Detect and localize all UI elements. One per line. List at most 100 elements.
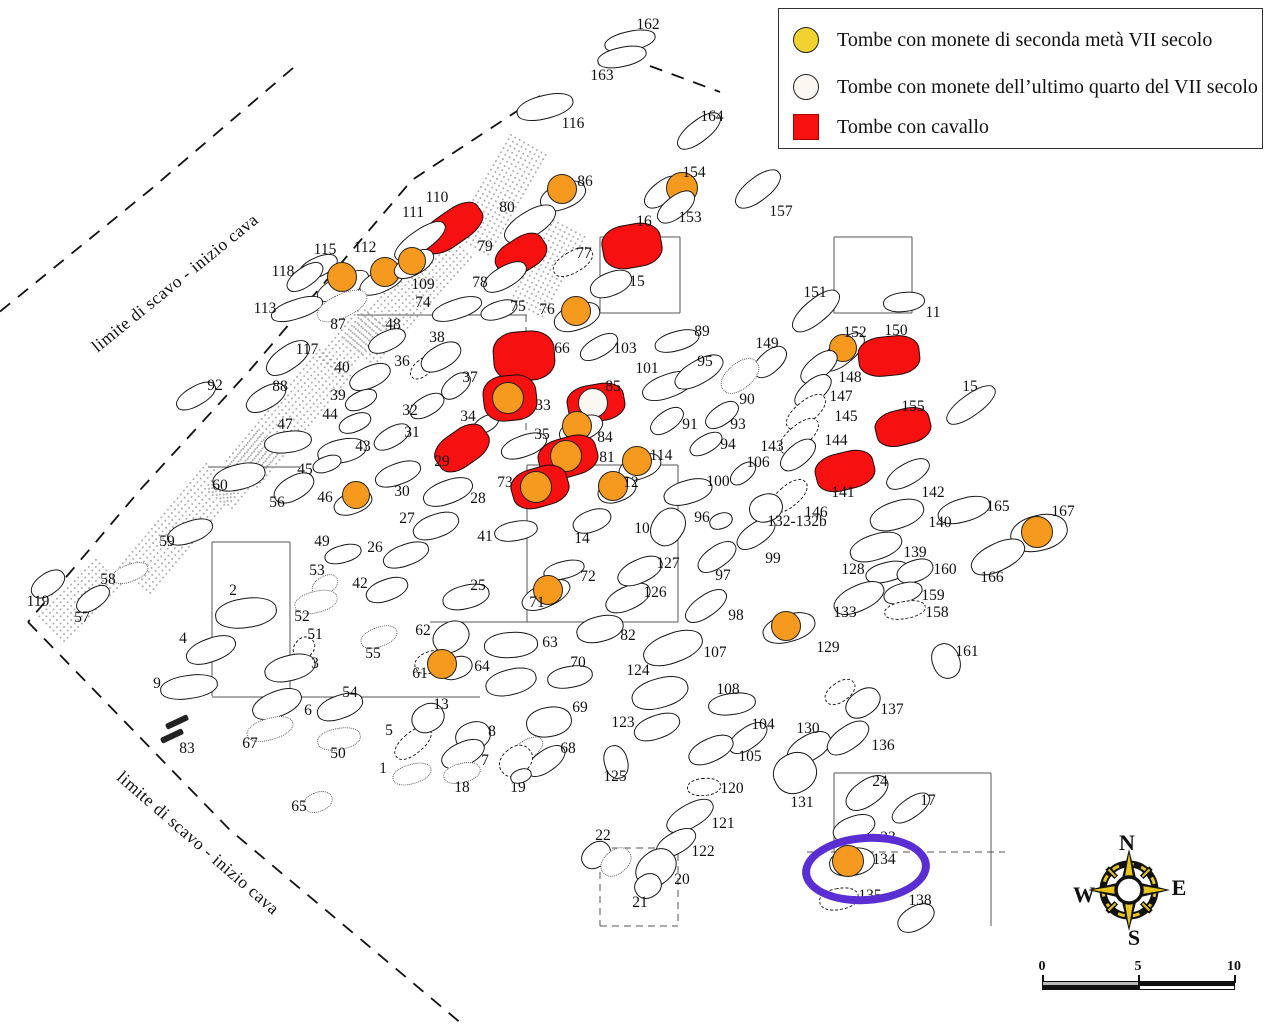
scale-tick-0: 0 — [1038, 959, 1046, 974]
tomb-label-6: 6 — [304, 702, 312, 719]
tomb-label-95: 95 — [697, 353, 713, 370]
scale-tick-mark — [1042, 975, 1044, 983]
tomb-label-164: 164 — [700, 108, 724, 125]
orange-coin-marker-109 — [398, 247, 426, 275]
tomb-label-55: 55 — [365, 645, 381, 662]
tomb-label-3: 3 — [311, 655, 319, 672]
legend-label: Tombe con monete dell’ultimo quarto del … — [837, 75, 1258, 98]
tomb-label-74: 74 — [415, 294, 431, 311]
tomb-label-9: 9 — [153, 675, 161, 692]
tomb-label-128: 128 — [841, 561, 865, 578]
tomb-label-73: 73 — [497, 474, 513, 491]
orange-coin-marker-129 — [771, 611, 801, 641]
tomb-label-76: 76 — [539, 301, 555, 318]
compass-west-label: W — [1073, 882, 1095, 907]
orange-coin-marker-76 — [561, 296, 591, 326]
tomb-label-46: 46 — [317, 489, 333, 506]
tomb-label-133: 133 — [833, 604, 857, 621]
tomb-label-31: 31 — [404, 424, 420, 441]
tomb-label-165: 165 — [986, 498, 1010, 515]
orange-coin-marker-86 — [547, 174, 577, 204]
tomb-label-151: 151 — [803, 284, 827, 301]
tomb-label-122: 122 — [691, 843, 715, 860]
tomb-label-148: 148 — [838, 369, 862, 386]
tomb-label-22: 22 — [595, 827, 611, 844]
tomb-label-65: 65 — [291, 798, 307, 815]
tomb-label-131: 131 — [790, 794, 814, 811]
tomb-label-117: 117 — [295, 341, 319, 358]
tomb-label-43: 43 — [355, 438, 371, 455]
tomb-label-88: 88 — [272, 378, 288, 395]
legend-item: Tombe con monete dell’ultimo quarto del … — [793, 72, 1258, 102]
tomb-label-8: 8 — [488, 723, 496, 740]
tomb-label-33: 33 — [535, 397, 551, 414]
compass-north-label: N — [1119, 830, 1135, 855]
tomb-label-63: 63 — [542, 634, 558, 651]
tomb-label-113: 113 — [253, 300, 277, 317]
tomb-label-147: 147 — [829, 388, 853, 405]
tomb-label-64: 64 — [474, 658, 490, 675]
tomb-label-12: 12 — [623, 474, 639, 491]
tomb-label-115: 115 — [313, 241, 337, 258]
tomb-label-123: 123 — [611, 714, 635, 731]
tomb-label-120: 120 — [720, 780, 744, 797]
tomb-label-141: 141 — [831, 484, 855, 501]
tomb-label-116: 116 — [561, 115, 585, 132]
tomb-label-30: 30 — [394, 483, 410, 500]
tomb-label-161: 161 — [955, 643, 979, 660]
tomb-label-32: 32 — [402, 402, 418, 419]
tomb-label-121: 121 — [711, 815, 735, 832]
scale-bar-right-segment — [1139, 981, 1235, 990]
legend-item: Tombe con cavallo — [793, 112, 989, 142]
tomb-label-36: 36 — [394, 353, 410, 370]
tomb-label-114: 114 — [649, 447, 673, 464]
tomb-label-132-132b: 132-132b — [767, 513, 827, 530]
tomb-label-7: 7 — [481, 752, 489, 769]
tomb-label-124: 124 — [626, 662, 650, 679]
tomb-label-82: 82 — [620, 627, 636, 644]
tomb-label-57: 57 — [74, 609, 90, 626]
tomb-label-80: 80 — [499, 199, 515, 216]
tomb-label-2: 2 — [229, 582, 237, 599]
tomb-label-35: 35 — [534, 426, 550, 443]
tomb-label-59: 59 — [159, 533, 175, 550]
tomb-label-25: 25 — [470, 577, 486, 594]
legend-label: Tombe con monete di seconda metà VII sec… — [837, 28, 1213, 51]
compass-rose-icon — [1088, 849, 1170, 931]
tomb-label-81: 81 — [599, 449, 615, 466]
tomb-label-91: 91 — [682, 416, 698, 433]
tomb-label-54: 54 — [342, 684, 358, 701]
scale-tick-5: 5 — [1134, 959, 1142, 974]
orange-coin-marker-61 — [427, 649, 457, 679]
scale-tick-mark — [1138, 975, 1140, 983]
tomb-label-153: 153 — [678, 209, 702, 226]
tomb-label-52: 52 — [294, 608, 310, 625]
tomb-label-70: 70 — [570, 654, 586, 671]
tomb-label-4: 4 — [179, 630, 187, 647]
tomb-label-90: 90 — [739, 391, 755, 408]
tomb-label-87: 87 — [330, 316, 346, 333]
tomb-label-144: 144 — [824, 432, 848, 449]
tomb-label-130: 130 — [796, 720, 820, 737]
tomb-label-100: 100 — [706, 473, 730, 490]
tomb-label-160: 160 — [933, 561, 957, 578]
compass-south-label: S — [1127, 925, 1141, 950]
tomb-label-92: 92 — [207, 377, 223, 394]
tomb-label-56: 56 — [269, 494, 285, 511]
tomb-label-47: 47 — [277, 416, 293, 433]
tomb-label-125: 125 — [603, 768, 627, 785]
compass-east-label: E — [1171, 875, 1187, 900]
tomb-label-18: 18 — [454, 779, 470, 796]
orange-coin-marker-33 — [492, 382, 524, 414]
tomb-label-135: 135 — [858, 887, 882, 904]
orange-coin-marker-134 — [832, 845, 864, 877]
tomb-label-143: 143 — [760, 438, 784, 455]
red-square-swatch — [793, 114, 819, 140]
tomb-label-106: 106 — [746, 454, 770, 471]
orange-coin-marker-115 — [327, 262, 357, 292]
tomb-label-61: 61 — [412, 665, 428, 682]
tomb-label-85: 85 — [605, 378, 621, 395]
legend-label: Tombe con cavallo — [837, 115, 989, 138]
tomb-label-83: 83 — [179, 740, 195, 757]
orange-coin-marker-46 — [342, 481, 370, 509]
